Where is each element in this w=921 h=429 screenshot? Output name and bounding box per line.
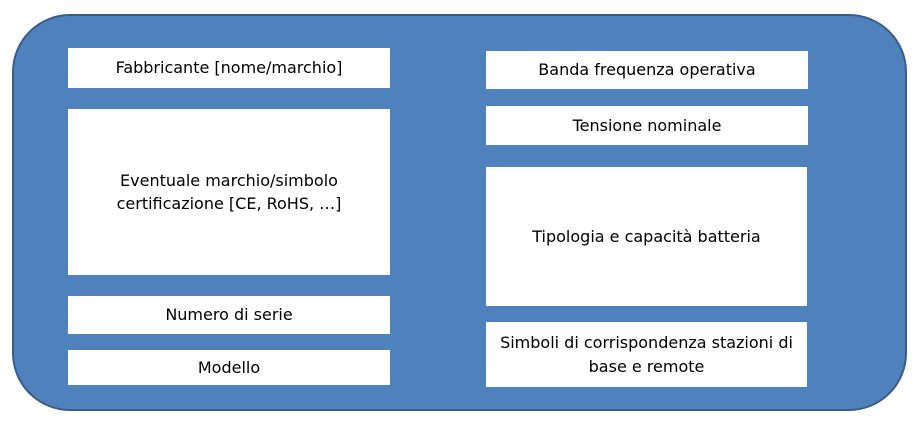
battery-box: Tipologia e capacità batteria <box>486 167 807 306</box>
nominal-voltage-text: Tensione nominale <box>572 115 722 135</box>
manufacturer-box: Fabbricante [nome/marchio] <box>68 48 390 88</box>
serial-number-text: Numero di serie <box>165 305 293 325</box>
model-text: Modello <box>197 357 261 377</box>
battery-text: Tipologia e capacità batteria <box>532 226 761 246</box>
model-box: Modello <box>68 350 390 385</box>
frequency-band-box: Banda frequenza operativa <box>486 51 808 89</box>
certification-text: Eventuale marchio/simbolo certificazione… <box>116 170 342 213</box>
station-symbols-box: Simboli di corrispondenza stazioni di ba… <box>486 322 807 387</box>
certification-box: Eventuale marchio/simbolo certificazione… <box>68 109 390 275</box>
station-symbols-text: Simboli di corrispondenza stazioni di ba… <box>500 333 793 376</box>
manufacturer-text: Fabbricante [nome/marchio] <box>115 58 343 78</box>
frequency-band-text: Banda frequenza operativa <box>538 60 756 80</box>
nominal-voltage-box: Tensione nominale <box>486 106 808 145</box>
serial-number-box: Numero di serie <box>68 296 390 334</box>
